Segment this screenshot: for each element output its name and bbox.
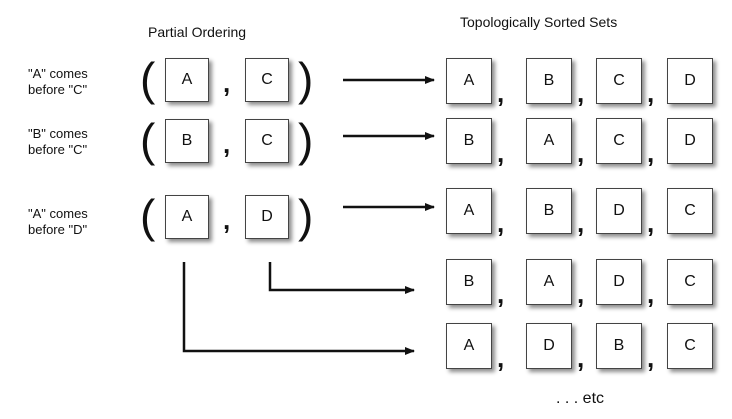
sorted-box: D — [596, 188, 642, 234]
sorted-comma: , — [497, 78, 505, 108]
pair-box-second: C — [245, 119, 289, 163]
arrow-row-5 — [182, 262, 415, 355]
sorted-box: A — [526, 118, 572, 164]
sorted-box: C — [596, 118, 642, 164]
sorted-box: B — [596, 323, 642, 369]
sorted-comma: , — [497, 208, 505, 238]
sorted-comma: , — [647, 279, 655, 309]
sorted-comma: , — [647, 208, 655, 238]
sorted-box: C — [667, 323, 713, 369]
sorted-box: C — [667, 259, 713, 305]
close-paren: ) — [298, 190, 314, 242]
sorted-box: D — [667, 58, 713, 104]
sorted-comma: , — [577, 78, 585, 108]
sorted-box: D — [667, 118, 713, 164]
pair-box-second: D — [245, 195, 289, 239]
sorted-box: D — [596, 259, 642, 305]
sorted-box: A — [446, 188, 492, 234]
sorted-comma: , — [497, 343, 505, 373]
sorted-box: B — [446, 118, 492, 164]
pair-comma: , — [223, 68, 231, 98]
sorted-box: A — [446, 58, 492, 104]
close-paren: ) — [298, 53, 314, 105]
sorted-box: A — [526, 259, 572, 305]
rule-label-2: "B" comes before "C" — [28, 126, 88, 157]
partial-ordering-header: Partial Ordering — [148, 24, 247, 40]
sorted-box: C — [667, 188, 713, 234]
etc-label: . . . etc — [556, 390, 605, 407]
sorted-sets-header: Topologically Sorted Sets — [460, 14, 618, 30]
sorted-box: B — [446, 259, 492, 305]
sorted-comma: , — [497, 279, 505, 309]
sorted-comma: , — [647, 138, 655, 168]
open-paren: ( — [140, 53, 156, 105]
pair-box-first: B — [165, 119, 209, 163]
rule-label-1: "A" comes before "C" — [28, 66, 88, 97]
open-paren: ( — [140, 190, 156, 242]
sorted-comma: , — [577, 208, 585, 238]
close-paren: ) — [298, 114, 314, 166]
sorted-comma: , — [577, 279, 585, 309]
sorted-box: B — [526, 58, 572, 104]
sorted-box: D — [526, 323, 572, 369]
pair-box-first: A — [165, 58, 209, 102]
arrow-row-4 — [268, 262, 415, 294]
open-paren: ( — [140, 114, 156, 166]
sorted-box: B — [526, 188, 572, 234]
sorted-comma: , — [647, 78, 655, 108]
pair-comma: , — [223, 205, 231, 235]
rule-label-3: "A" comes before "D" — [28, 206, 88, 237]
sorted-comma: , — [647, 343, 655, 373]
sorted-comma: , — [577, 138, 585, 168]
pair-comma: , — [223, 129, 231, 159]
pair-box-second: C — [245, 58, 289, 102]
pair-box-first: A — [165, 195, 209, 239]
sorted-comma: , — [577, 343, 585, 373]
sorted-box: C — [596, 58, 642, 104]
sorted-box: A — [446, 323, 492, 369]
sorted-comma: , — [497, 138, 505, 168]
